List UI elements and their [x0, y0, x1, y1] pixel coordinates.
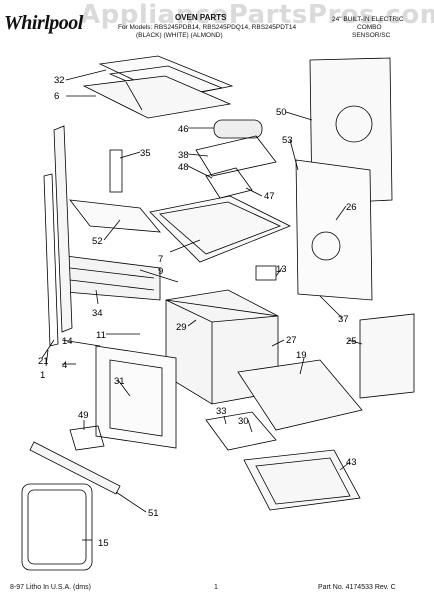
callout-32: 32: [54, 75, 65, 86]
callout-9: 9: [158, 266, 163, 277]
product-line-3: SENSOR/SC: [352, 32, 391, 39]
callout-46: 46: [178, 124, 189, 135]
callout-51: 51: [148, 508, 159, 519]
models-line: For Models: RBS245PDB14, RBS245PDQ14, RB…: [118, 24, 297, 31]
callout-30: 30: [238, 416, 249, 427]
callout-26: 26: [346, 202, 357, 213]
callout-33: 33: [216, 406, 227, 417]
product-line-2: COMBO: [357, 24, 382, 31]
footer-page: 1: [214, 584, 218, 591]
callout-35: 35: [140, 148, 151, 159]
callout-27: 27: [286, 335, 297, 346]
callout-48: 48: [178, 162, 189, 173]
callout-13: 13: [276, 264, 287, 275]
callout-4: 4: [62, 360, 67, 371]
callout-29: 29: [176, 322, 187, 333]
callout-11: 11: [96, 330, 106, 341]
callout-21: 21: [38, 356, 49, 367]
callout-49: 49: [78, 410, 89, 421]
product-line-1: 24" BUILT-IN ELECTRIC: [332, 16, 404, 23]
callout-47: 47: [264, 191, 275, 202]
callout-34: 34: [92, 308, 103, 319]
callout-43: 43: [346, 457, 357, 468]
footer-part-no: Part No. 4174533 Rev. C: [318, 584, 396, 591]
callout-52: 52: [92, 236, 103, 247]
brand-logo: Whirlpool: [4, 12, 83, 34]
callout-50: 50: [276, 107, 287, 118]
callout-31: 31: [114, 376, 125, 387]
callout-37: 37: [338, 314, 349, 325]
callout-15: 15: [98, 538, 109, 549]
callout-53: 53: [282, 135, 293, 146]
callout-7: 7: [158, 254, 163, 265]
callout-14: 14: [62, 336, 73, 347]
footer-litho: 8-97 Litho In U.S.A. (dms): [10, 584, 91, 591]
watermark: AppliancePartsPros.com: [80, 0, 434, 30]
callout-25: 25: [346, 336, 357, 347]
callout-19: 19: [296, 350, 307, 361]
diagram-title: OVEN PARTS: [175, 13, 227, 22]
callout-38: 38: [178, 150, 189, 161]
colors-line: (BLACK) (WHITE) (ALMOND): [136, 32, 223, 39]
callout-1: 1: [40, 370, 45, 381]
callout-6: 6: [54, 91, 59, 102]
